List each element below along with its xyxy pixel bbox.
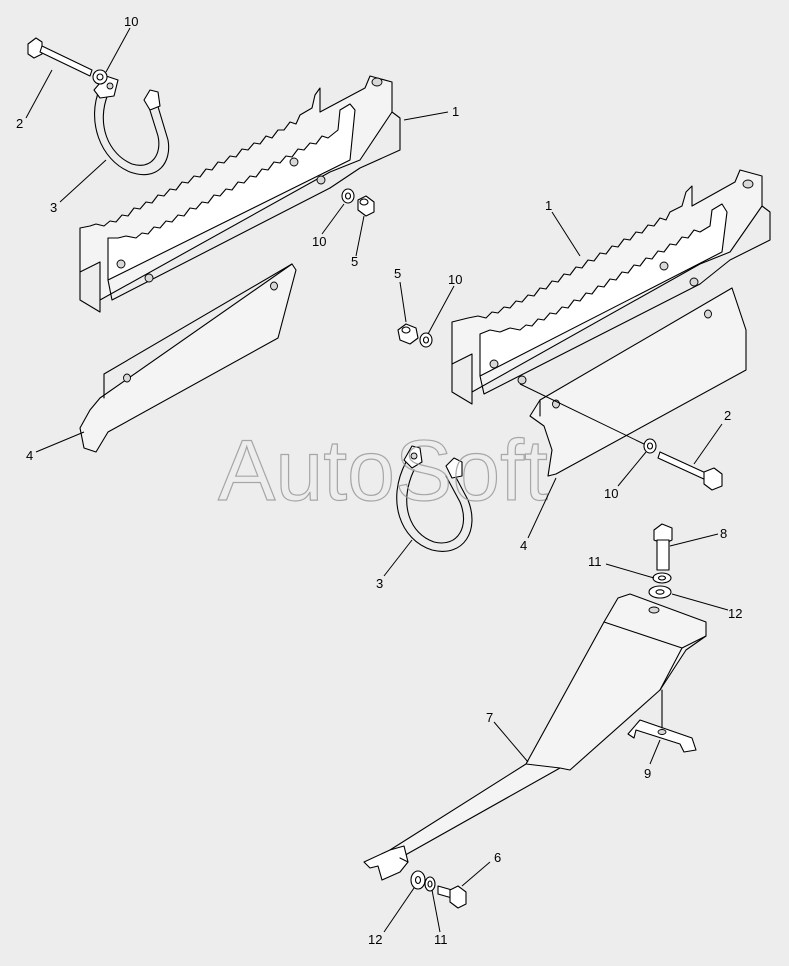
callout-3: 3 [376, 576, 383, 591]
callout-11: 11 [434, 932, 448, 947]
callout-6: 6 [494, 850, 501, 865]
callout-12: 12 [368, 932, 382, 947]
callout-10: 10 [124, 14, 138, 29]
flat-washer-top [648, 585, 672, 599]
callout-5: 5 [394, 266, 401, 281]
bracket-right [451, 169, 771, 405]
watermark: AutoSoft [218, 423, 548, 519]
nut-left [357, 195, 375, 217]
heat-shield-left [79, 263, 297, 453]
callout-1: 1 [545, 198, 552, 213]
bolt-vertical [653, 523, 673, 571]
bolt-left [27, 37, 93, 77]
support-arm [363, 593, 707, 881]
support-plate [627, 689, 697, 753]
callout-5: 5 [351, 254, 358, 269]
clamp-left [93, 75, 170, 176]
callout-4: 4 [26, 448, 33, 463]
washer-right-mid [419, 332, 433, 348]
callout-10: 10 [312, 234, 326, 249]
callout-2: 2 [16, 116, 23, 131]
washer-right-low [643, 438, 657, 454]
callout-12: 12 [728, 606, 742, 621]
callout-3: 3 [50, 200, 57, 215]
callout-4: 4 [520, 538, 527, 553]
callout-8: 8 [720, 526, 727, 541]
clamp-right [396, 445, 473, 552]
washer-left-mid [341, 188, 355, 204]
washer-left-top [92, 69, 108, 85]
callout-10: 10 [604, 486, 618, 501]
flat-washer-bottom [410, 870, 426, 890]
bracket-left [79, 75, 401, 313]
callout-11: 11 [588, 554, 602, 569]
callout-1: 1 [452, 104, 459, 119]
callout-10: 10 [448, 272, 462, 287]
bolt-bottom [437, 885, 467, 909]
lock-washer-top [652, 572, 672, 584]
callout-2: 2 [724, 408, 731, 423]
callout-9: 9 [644, 766, 651, 781]
callout-7: 7 [486, 710, 493, 725]
lock-washer-bottom [424, 876, 436, 892]
leader-lines [25, 27, 729, 933]
callouts: 1 2 3 4 10 10 5 5 10 1 2 10 4 3 8 11 12 … [16, 14, 742, 947]
nut-right [397, 323, 419, 345]
bolt-right [657, 451, 723, 491]
